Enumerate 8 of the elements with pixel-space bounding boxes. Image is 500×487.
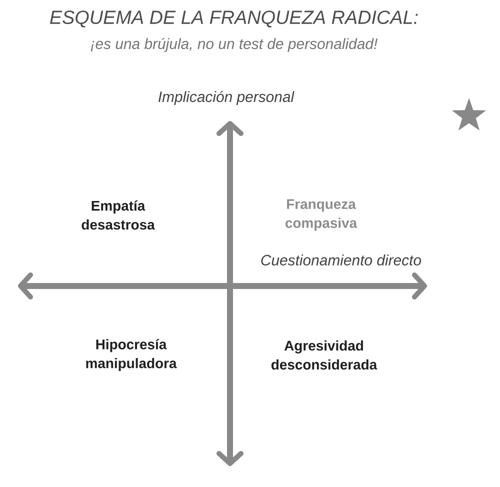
quadrant-label: Hipocresía manipuladora (86, 338, 177, 372)
title: ESQUEMA DE LA FRANQUEZA RADICAL: (50, 10, 418, 28)
quadrant-label: Empatía desastrosa (82, 200, 155, 230)
axis-label: Implicación personal (158, 90, 294, 106)
quadrant-label: Agresividad desconsiderada (271, 340, 378, 370)
quadrant-label: Franqueza compasiva (286, 199, 358, 231)
subtitle: ¡es una brújula, no un test de personalidad! (90, 38, 378, 52)
axis-label: Cuestionamiento directo (261, 254, 422, 266)
